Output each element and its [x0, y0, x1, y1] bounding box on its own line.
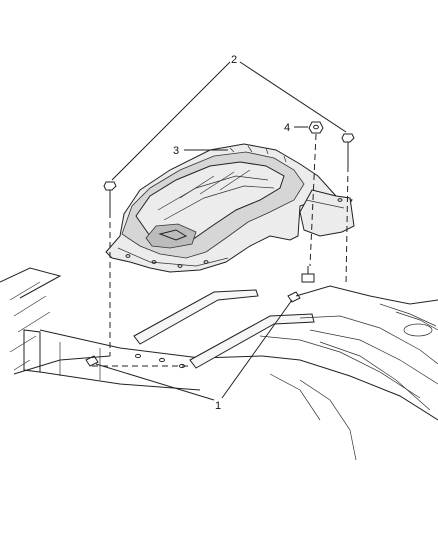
bolt-left	[103, 181, 117, 212]
leader-2-right	[239, 61, 347, 133]
callout-4: 4	[284, 122, 290, 134]
install-line-right	[345, 165, 349, 287]
vehicle-underbody	[0, 267, 438, 461]
leader-1-left	[95, 363, 215, 401]
callout-2: 2	[231, 54, 237, 66]
callout-3: 3	[173, 145, 179, 157]
floor-clip-right	[287, 291, 301, 303]
callout-1: 1	[215, 400, 221, 412]
nut	[308, 121, 324, 134]
floor-clip-left	[85, 355, 99, 367]
bolt-right	[341, 133, 355, 166]
floor-rail-left	[133, 289, 259, 345]
leader-2-left	[111, 61, 231, 181]
floor-rail-right	[189, 313, 315, 369]
heat-shield	[105, 143, 355, 273]
install-line-nut	[309, 133, 317, 267]
leader-1-right	[221, 299, 293, 399]
floor-stud	[301, 266, 315, 283]
